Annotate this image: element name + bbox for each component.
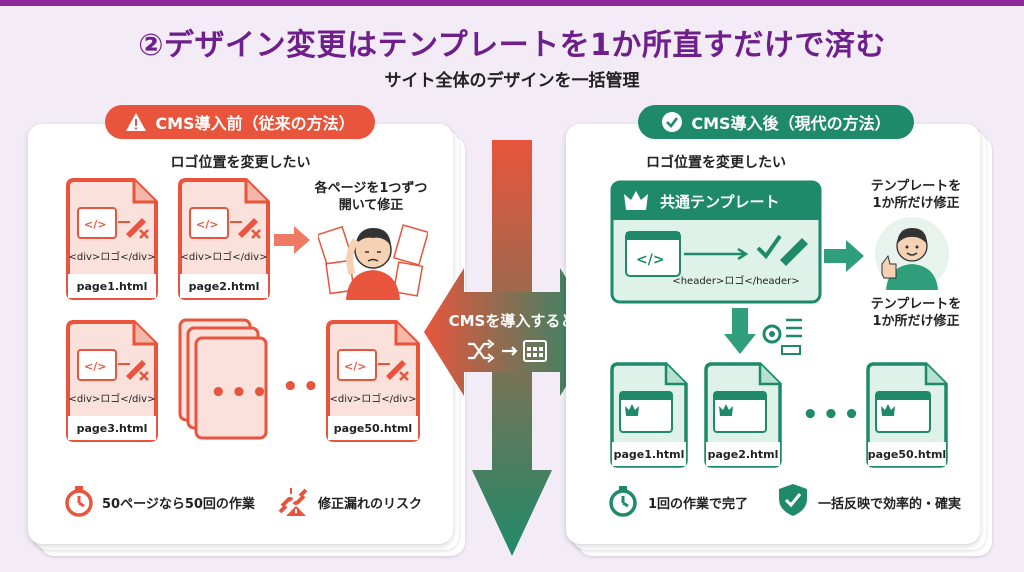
- after-footer-right: 一括反映で効率的・確実: [818, 497, 962, 512]
- after-caption-bottom-line1: テンプレートを: [870, 297, 962, 312]
- svg-text:</>: </>: [344, 360, 366, 373]
- after-footer-left: 1回の作業で完了: [648, 497, 749, 512]
- after-page1-document: page1.html: [610, 362, 688, 468]
- template-title: 共通テンプレート: [660, 193, 780, 211]
- page3-code: <div>ロゴ</div>: [69, 392, 156, 405]
- before-caption: 各ページを1つずつ 開いて修正: [296, 180, 446, 214]
- top-accent-bar: [0, 0, 1024, 6]
- arrow-right-icon: [274, 226, 310, 254]
- page2-filename: page2.html: [189, 280, 260, 293]
- page1-filename: page1.html: [77, 280, 148, 293]
- common-template-box: </> <header>ロゴ</header>: [610, 180, 822, 304]
- before-footer-right: 修正漏れのリスク: [318, 497, 423, 512]
- warning-icon: [126, 113, 147, 131]
- page50-code: <div>ロゴ</div>: [330, 392, 417, 405]
- after-caption-bottom-line2: 1か所だけ修正: [872, 314, 960, 329]
- check-circle-icon: [662, 112, 683, 132]
- stressed-person-icon: [318, 224, 428, 300]
- before-caption-line2: 開いて修正: [338, 198, 404, 213]
- after-page1-filename: page1.html: [614, 448, 685, 461]
- template-code: <header>ロゴ</header>: [672, 274, 799, 287]
- after-caption-bottom: テンプレートを 1か所だけ修正: [858, 296, 974, 330]
- after-page2-document: page2.html: [704, 362, 782, 468]
- after-caption-top: テンプレートを 1か所だけ修正: [858, 178, 974, 212]
- template-arrow-right-icon: [824, 240, 864, 272]
- thumbs-up-person-icon: [875, 217, 949, 291]
- svg-text:</>: </>: [84, 218, 106, 231]
- page50-filename: page50.html: [334, 422, 412, 435]
- page50-document: </> <div>ロゴ</div> page50.html: [326, 320, 420, 442]
- before-heading: ロゴ位置を変更したい: [170, 155, 311, 171]
- after-page50-document: page50.html: [866, 362, 948, 468]
- after-page2-filename: page2.html: [708, 448, 779, 461]
- shield-check-icon: [779, 484, 807, 516]
- before-badge: CMS導入前（従来の方法）: [105, 105, 375, 139]
- stack-dots: •••: [210, 378, 272, 408]
- svg-text:</>: </>: [196, 218, 218, 231]
- page2-code: <div>ロゴ</div>: [181, 250, 268, 263]
- page3-filename: page3.html: [77, 422, 148, 435]
- before-badge-label: CMS導入前（従来の方法）: [155, 114, 355, 133]
- page1-code: <div>ロゴ</div>: [69, 250, 156, 263]
- svg-text:</>: </>: [636, 252, 665, 268]
- after-badge: CMS導入後（現代の方法）: [638, 105, 914, 139]
- page1-document: </> <div>ロゴ</div> page1.html: [66, 178, 158, 300]
- before-caption-line1: 各ページを1つずつ: [314, 181, 428, 196]
- after-caption-top-line1: テンプレートを: [870, 179, 962, 194]
- after-heading: ロゴ位置を変更したい: [646, 155, 786, 171]
- page-stack-icon: [178, 318, 268, 440]
- page2-document: </> <div>ロゴ</div> page2.html: [178, 178, 270, 300]
- page-title: ②デザイン変更はテンプレートを1か所直すだけで済む: [138, 28, 886, 63]
- after-badge-label: CMS導入後（現代の方法）: [691, 114, 891, 133]
- after-page50-filename: page50.html: [868, 448, 946, 461]
- svg-text:</>: </>: [84, 360, 106, 373]
- before-footer-left: 50ページなら50回の作業: [102, 497, 255, 512]
- after-caption-top-line2: 1か所だけ修正: [872, 196, 960, 211]
- shuffle-to-grid-icon: [468, 339, 547, 363]
- broken-link-icon: [278, 488, 308, 516]
- page-subtitle: サイト全体のデザインを一括管理: [384, 71, 640, 91]
- center-label: CMSを導入すると: [448, 312, 576, 330]
- after-row-dots: •••: [802, 400, 864, 430]
- deploy-arrow-down-icon: [724, 308, 802, 355]
- page3-document: </> <div>ロゴ</div> page3.html: [66, 320, 158, 442]
- stopwatch-icon: [65, 486, 93, 517]
- after-stopwatch-icon: [609, 486, 637, 517]
